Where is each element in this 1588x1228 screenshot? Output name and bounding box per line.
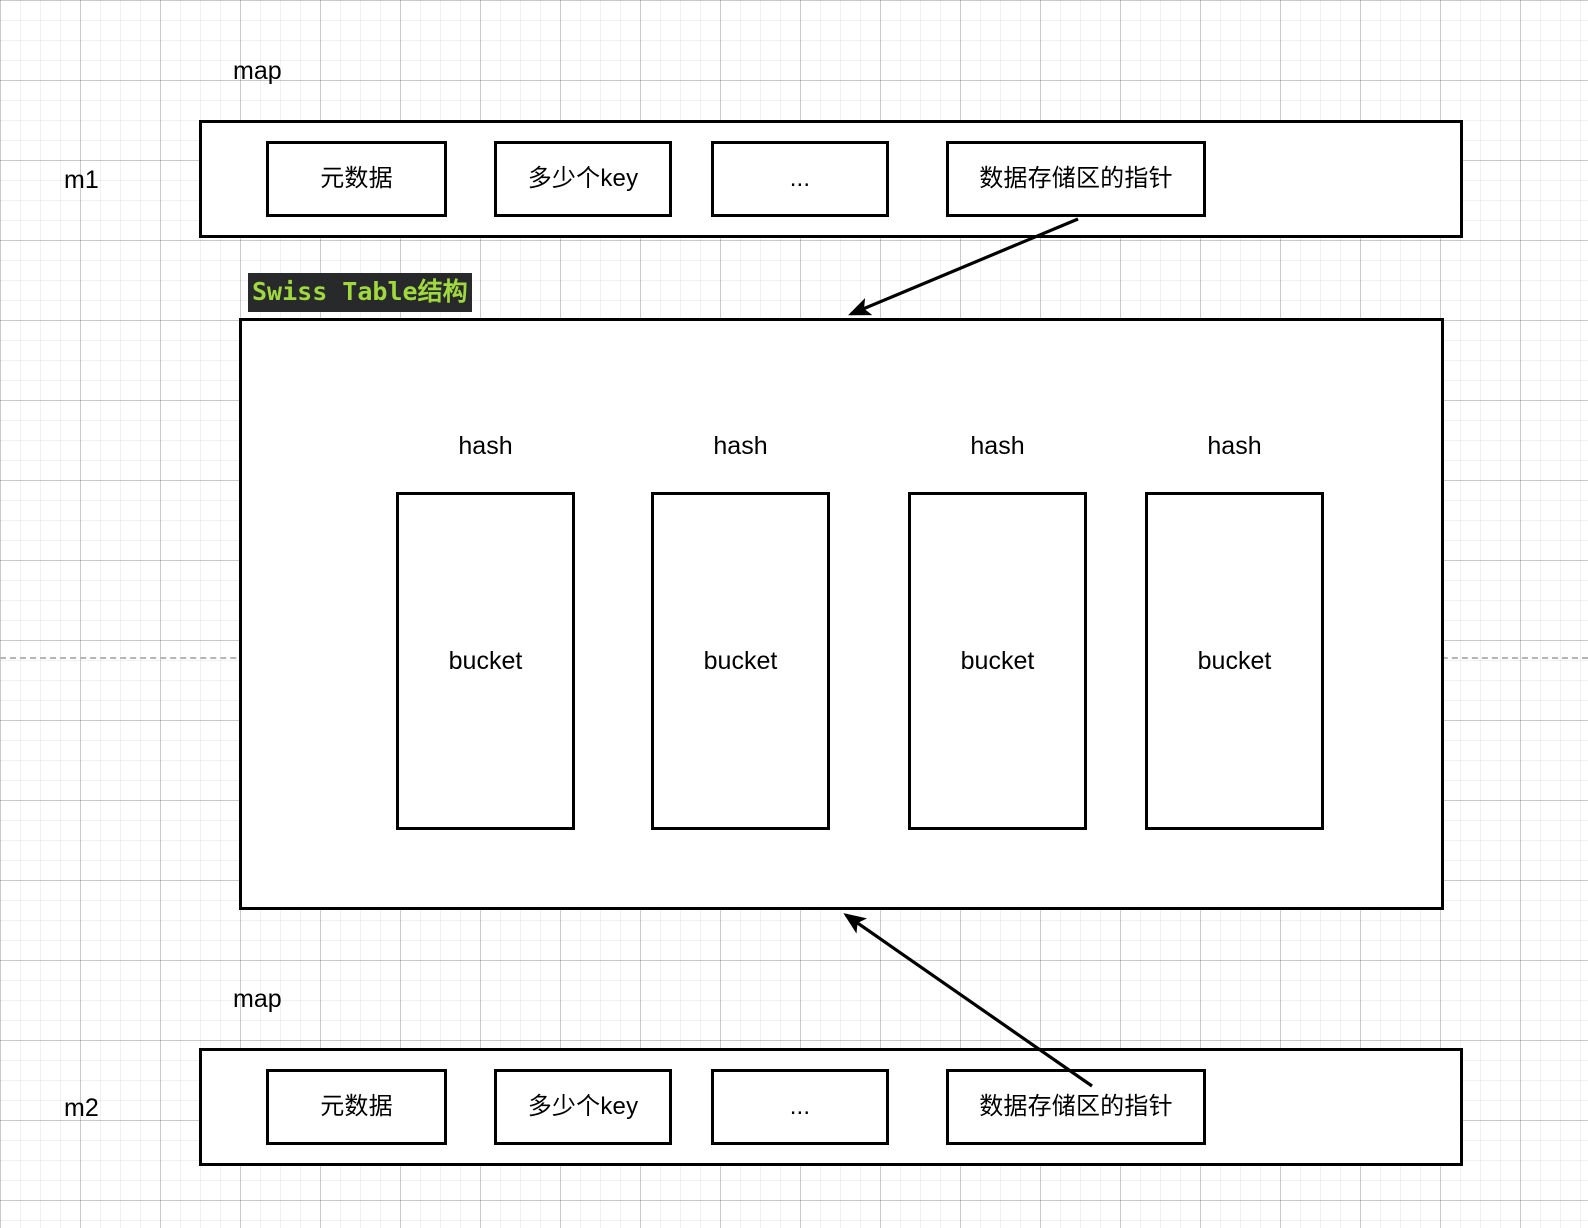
m2-field-metadata[interactable]: 元数据 — [266, 1069, 447, 1145]
m2-field-metadata-label: 元数据 — [320, 1092, 393, 1120]
m1-field-ellipsis-label: ... — [789, 164, 811, 192]
bucket-box-3[interactable]: bucket — [908, 492, 1087, 830]
bucket-label-3: bucket — [960, 646, 1035, 675]
m1-field-metadata-label: 元数据 — [320, 164, 393, 192]
swiss-table-tag: Swiss Table结构 — [248, 273, 472, 312]
bucket-box-4[interactable]: bucket — [1145, 492, 1324, 830]
hash-label-2: hash — [713, 432, 768, 460]
hash-label-1: hash — [458, 432, 513, 460]
hash-label-4: hash — [1207, 432, 1262, 460]
m2-field-data-pointer[interactable]: 数据存储区的指针 — [946, 1069, 1206, 1145]
m1-field-ellipsis[interactable]: ... — [711, 141, 889, 217]
hash-label-3: hash — [970, 432, 1025, 460]
m1-field-data-pointer-label: 数据存储区的指针 — [979, 164, 1173, 192]
m2-field-data-pointer-label: 数据存储区的指针 — [979, 1092, 1173, 1120]
m1-field-key-count-label: 多少个key — [527, 164, 639, 192]
map-struct-m2 — [199, 1048, 1463, 1166]
m1-field-metadata[interactable]: 元数据 — [266, 141, 447, 217]
bucket-label-2: bucket — [703, 646, 778, 675]
m1-field-data-pointer[interactable]: 数据存储区的指针 — [946, 141, 1206, 217]
m2-field-key-count[interactable]: 多少个key — [494, 1069, 672, 1145]
bucket-box-2[interactable]: bucket — [651, 492, 830, 830]
bucket-box-1[interactable]: bucket — [396, 492, 575, 830]
map-caption-m1: map — [233, 57, 282, 85]
map-caption-m2: map — [233, 985, 282, 1013]
m1-field-key-count[interactable]: 多少个key — [494, 141, 672, 217]
bucket-label-4: bucket — [1197, 646, 1272, 675]
m2-field-ellipsis-label: ... — [789, 1092, 811, 1120]
m2-field-key-count-label: 多少个key — [527, 1092, 639, 1120]
bucket-label-1: bucket — [448, 646, 523, 675]
row-label-m1: m1 — [64, 166, 99, 194]
m2-field-ellipsis[interactable]: ... — [711, 1069, 889, 1145]
row-label-m2: m2 — [64, 1094, 99, 1122]
